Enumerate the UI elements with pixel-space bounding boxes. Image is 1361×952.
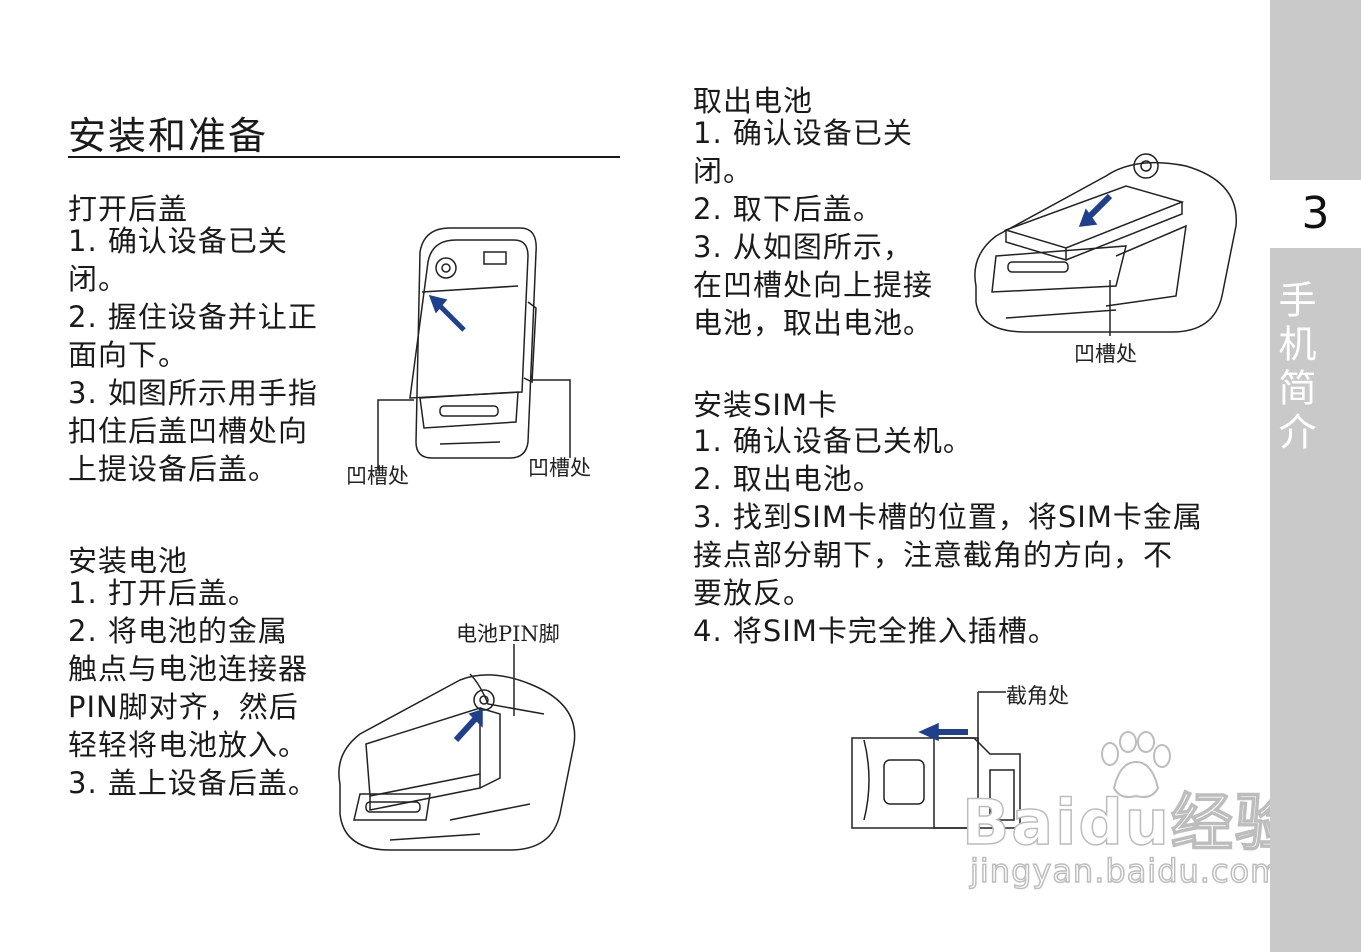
watermark-url: jingyan.baidu.com (969, 851, 1283, 891)
remove-battery-callout: 凹槽处 (1074, 342, 1137, 366)
open-cover-step: 上提设备后盖。 (68, 452, 279, 486)
section-title-underline (68, 156, 620, 158)
remove-battery-step: 在凹槽处向上提接 (693, 268, 934, 302)
sim-notch-callout: 截角处 (1006, 684, 1069, 708)
install-sim-step: 1. 确认设备已关机。 (693, 424, 973, 458)
install-battery-step: 1. 打开后盖。 (68, 576, 258, 610)
section-title: 安装和准备 (68, 114, 269, 158)
install-battery-step: 轻轻将电池放入。 (68, 728, 309, 762)
install-battery-step: 2. 将电池的金属 (68, 614, 288, 648)
install-battery-step: 3. 盖上设备后盖。 (68, 766, 318, 800)
install-sim-step: 2. 取出电池。 (693, 462, 883, 496)
install-sim-step: 要放反。 (693, 576, 814, 610)
open-cover-illustration (377, 227, 571, 470)
install-sim-step: 4. 将SIM卡完全推入插槽。 (693, 614, 1058, 648)
install-battery-illustration (338, 644, 576, 851)
open-cover-step: 1. 确认设备已关 (68, 224, 288, 258)
chapter-title: 手机简介 (1272, 280, 1316, 456)
remove-battery-step: 2. 取下后盖。 (693, 192, 883, 226)
open-cover-step: 2. 握住设备并让正 (68, 300, 318, 334)
open-cover-heading: 打开后盖 (68, 192, 189, 226)
remove-battery-step: 闭。 (693, 154, 754, 188)
install-battery-step: 触点与电池连接器 (68, 652, 309, 686)
paw-logo-icon (1101, 731, 1171, 798)
remove-battery-step: 1. 确认设备已关 (693, 116, 913, 150)
open-cover-callout-right: 凹槽处 (528, 456, 591, 480)
open-cover-step: 3. 如图所示用手指 (68, 376, 318, 410)
open-cover-step: 闭。 (68, 262, 129, 296)
remove-battery-step: 电池，取出电池。 (693, 306, 934, 340)
open-cover-step: 扣住后盖凹槽处向 (68, 414, 309, 448)
install-battery-heading: 安装电池 (68, 544, 189, 578)
remove-battery-step: 3. 从如图所示， (693, 230, 913, 264)
remove-battery-steps: 1. 确认设备已关 闭。 2. 取下后盖。 3. 从如图所示， 在凹槽处向上提接… (693, 114, 933, 342)
install-battery-steps: 1. 打开后盖。 2. 将电池的金属 触点与电池连接器 PIN脚对齐，然后 轻轻… (68, 574, 318, 802)
remove-battery-illustration (974, 153, 1237, 336)
open-cover-steps: 1. 确认设备已关 闭。 2. 握住设备并让正 面向下。 3. 如图所示用手指 … (68, 222, 318, 488)
open-cover-callout-left: 凹槽处 (346, 464, 409, 488)
install-battery-step: PIN脚对齐，然后 (68, 690, 299, 724)
open-cover-step: 面向下。 (68, 338, 189, 372)
install-sim-step: 3. 找到SIM卡槽的位置，将SIM卡金属 (693, 500, 1203, 534)
sim-slot-illustration (851, 691, 1021, 829)
battery-pin-callout: 电池PIN脚 (456, 622, 560, 646)
remove-battery-heading: 取出电池 (693, 84, 814, 118)
chapter-number: 3 (1270, 180, 1361, 248)
chapter-sidebar (1270, 0, 1361, 952)
install-sim-step: 接点部分朝下，注意截角的方向，不 (693, 538, 1174, 572)
install-sim-steps: 1. 确认设备已关机。 2. 取出电池。 3. 找到SIM卡槽的位置，将SIM卡… (693, 422, 1203, 650)
install-sim-heading: 安装SIM卡 (693, 388, 838, 422)
